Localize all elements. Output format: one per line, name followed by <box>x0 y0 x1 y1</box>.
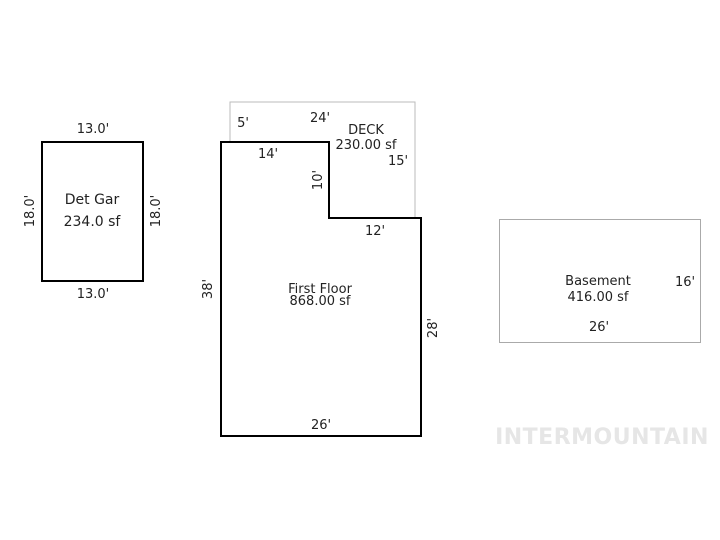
detached-garage: 13.0' 13.0' 18.0' 18.0' Det Gar 234.0 sf <box>23 122 164 302</box>
first-floor-dimension-28: 28' <box>426 318 441 338</box>
garage-right-dimension: 18.0' <box>149 195 164 228</box>
garage-area: 234.0 sf <box>64 214 122 230</box>
deck-label: DECK <box>348 123 384 138</box>
basement-label: Basement <box>565 274 631 289</box>
basement: Basement 416.00 sf 16' 26' <box>499 219 701 343</box>
basement-outline <box>499 219 701 343</box>
first-floor-dimension-14: 14' <box>258 147 278 162</box>
first-floor-dimension-12: 12' <box>365 224 385 239</box>
first-floor-dimension-10: 10' <box>311 170 326 190</box>
basement-dimension-16: 16' <box>675 275 695 290</box>
first-floor-area: 868.00 sf <box>290 294 351 309</box>
garage-bottom-dimension: 13.0' <box>77 287 110 302</box>
garage-left-dimension: 18.0' <box>23 195 38 228</box>
deck-dimension-5: 5' <box>237 116 249 131</box>
basement-area: 416.00 sf <box>568 290 629 305</box>
first-floor-dimension-26: 26' <box>311 418 331 433</box>
deck-area: 230.00 sf <box>336 138 397 153</box>
deck-dimension-15: 15' <box>388 154 408 169</box>
garage-label: Det Gar <box>65 192 120 208</box>
garage-top-dimension: 13.0' <box>77 122 110 137</box>
first-floor-dimension-38: 38' <box>201 279 216 299</box>
basement-dimension-26: 26' <box>589 320 609 335</box>
garage-outline <box>41 141 144 282</box>
deck-outline <box>229 101 416 218</box>
watermark: INTERMOUNTAIN <box>495 425 709 450</box>
first-floor-outline <box>220 141 422 437</box>
deck-dimension-24: 24' <box>310 111 330 126</box>
first-floor: 14' 10' 12' 38' 28' 26' First Floor 868.… <box>201 141 441 437</box>
deck: 5' 24' DECK 230.00 sf 15' <box>229 101 416 218</box>
first-floor-label: First Floor <box>288 282 352 297</box>
